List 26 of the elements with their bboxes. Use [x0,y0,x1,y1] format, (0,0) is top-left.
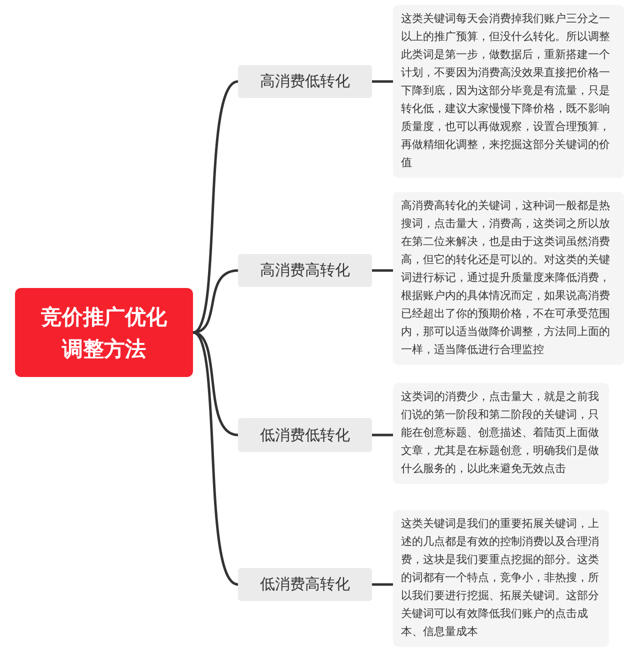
note-text: 这类关键词每天会消费掉我们账户三分之一以上的推广预算，但没什么转化。所以调整此类词是第一步，做数据后，重新搭建一个计划，不要因为消费高没效果直接把价格一下降到底，因为这部分毕竟是有流量，只是转化低，建议大家慢慢下降价格，既不影响质量度，也可以再做观察，设置合理预算，再做精细化调整，来挖掘这部分关键词的价值 [401,12,610,169]
root-topic-text: 竞价推广优化调整方法 [40,304,168,362]
note-box [393,5,624,178]
note-box [393,510,609,647]
connector-line [372,269,393,272]
connector-line [192,80,239,334]
note-text: 这类词的消费少，点击量大，就是之前我们说的第一阶段和第二阶段的关键词，只能在创意标题、创意描述、着陆页上面做文章，尤其是在标题创意，明确我们是做什么服务的，以此来避免无效点击 [401,390,599,475]
connector-line [192,332,239,586]
branch-topic-text: 高消费高转化 [260,261,350,280]
note-text: 这类关键词是我们的重要拓展关键词，上述的几点都是有效的控制消费以及合理消费，这块是我们要重点挖掘的部分。这类的词都有一个特点，竞争小，非热搜，所以我们要进行挖掘、拓展关键词。这部分关键词可以有效降低我们账户的点击成本、信息量成本 [401,517,599,638]
note-box [393,192,624,365]
branch-topic-text: 高消费低转化 [260,72,350,91]
connector-line [192,331,238,436]
branch-topic-box [238,418,372,452]
branch-topic-box [238,568,372,601]
connector-line [192,269,238,334]
connector-line [372,583,393,586]
branch-topic-box [238,65,372,98]
root-topic-box [15,288,193,377]
branch-topic-text: 低消费高转化 [260,575,350,594]
branch-topic-text: 低消费低转化 [260,426,350,444]
note-text: 高消费高转化的关键词，这种词一般都是热搜词，点击量大，消费高，这类词之所以放在第二位来解决，也是由于这类词虽然消费高，但它的转化还是可以的。对这类的关键词进行标记，通过提升质量度来降低消费，根据账户内的具体情况而定，如果说高消费已经超出了你的预期价格，不在可承受范围内，那可以适当做降价调整，方法同上面的一样，适当降低进行合理监控 [401,199,610,356]
branch-topic-box [238,254,372,287]
connector-line [372,434,393,436]
note-box [393,383,609,484]
connector-line [372,80,393,83]
